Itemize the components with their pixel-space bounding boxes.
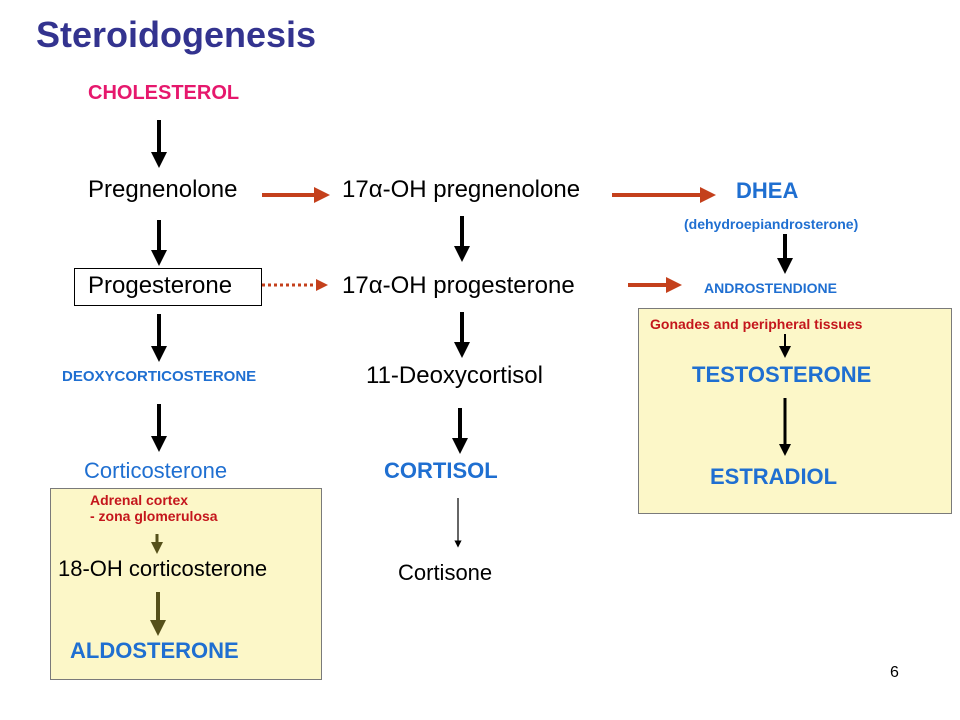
node-testosterone: TESTOSTERONE xyxy=(692,362,872,387)
gonads-box xyxy=(638,308,952,514)
node-progesterone: Progesterone xyxy=(88,272,233,299)
alpha-symbol: α xyxy=(368,176,383,203)
node-corticosterone: Corticosterone xyxy=(84,458,228,483)
suffix-oh-pregnenolone: -OH pregnenolone xyxy=(382,176,581,203)
node-dhea-fullname: (dehydroepiandrosterone) xyxy=(684,216,859,232)
adrenal-cortex-label: Adrenal cortex xyxy=(90,492,189,508)
page-title: Steroidogenesis xyxy=(36,14,317,55)
page-number: 6 xyxy=(890,664,899,681)
node-17oh-progesterone: 17α-OH progesterone xyxy=(342,272,575,300)
node-cholesterol: CHOLESTEROL xyxy=(88,82,240,104)
node-aldosterone: ALDOSTERONE xyxy=(70,638,239,663)
node-cortisone: Cortisone xyxy=(398,560,493,585)
node-18oh-corticosterone: 18-OH corticosterone xyxy=(58,556,268,581)
node-androstendione: ANDROSTENDIONE xyxy=(704,280,838,296)
prefix-17: 17 xyxy=(342,272,369,299)
node-estradiol: ESTRADIOL xyxy=(710,464,838,489)
alpha-symbol: α xyxy=(368,272,383,299)
progesterone-box xyxy=(74,268,262,306)
node-deoxycorticosterone: DEOXYCORTICOSTERONE xyxy=(62,368,257,385)
zona-glomerulosa-label: - zona glomerulosa xyxy=(90,508,218,524)
adrenal-cortex-box xyxy=(50,488,322,680)
gonads-label: Gonades and peripheral tissues xyxy=(650,316,863,332)
node-11-deoxycortisol: 11-Deoxycortisol xyxy=(366,362,543,389)
suffix-oh-progesterone: -OH progesterone xyxy=(382,272,575,299)
node-dhea: DHEA xyxy=(736,178,799,203)
node-17oh-pregnenolone: 17α-OH pregnenolone xyxy=(342,176,580,204)
node-cortisol: CORTISOL xyxy=(384,458,498,483)
node-pregnenolone: Pregnenolone xyxy=(88,176,238,203)
prefix-17: 17 xyxy=(342,176,369,203)
